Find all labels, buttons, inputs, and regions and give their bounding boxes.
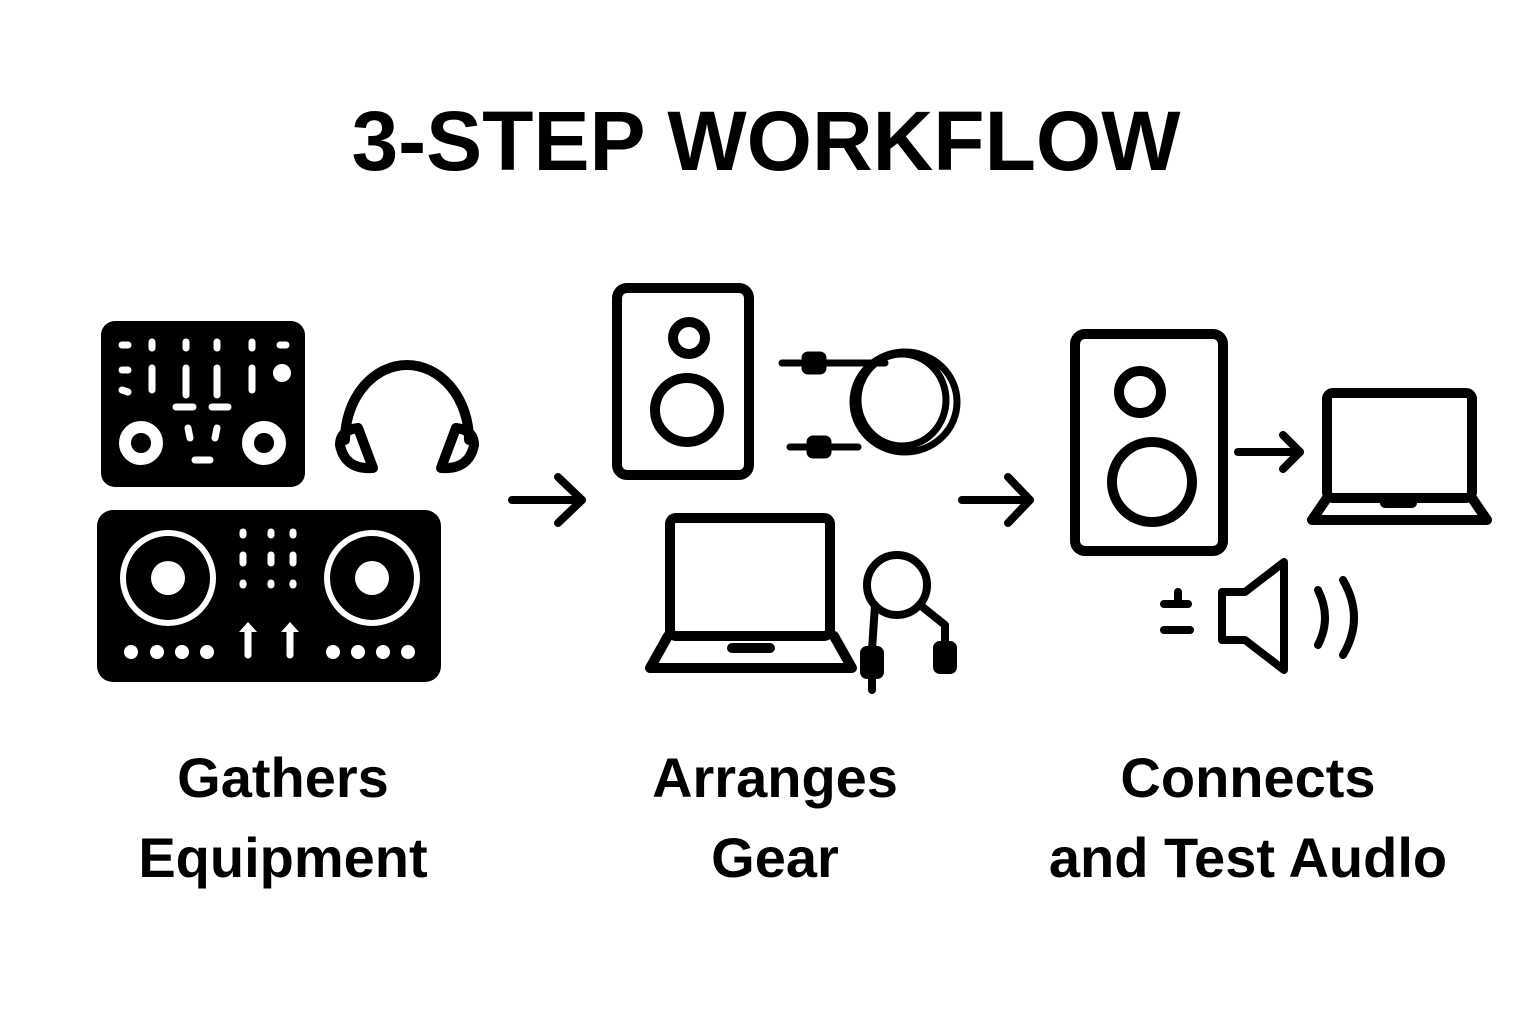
step-3: Connects and Test Audlo — [1049, 329, 1492, 889]
step-2: Arranges Gear — [612, 283, 961, 889]
sound-icon — [1160, 558, 1358, 674]
mixer-icon — [101, 321, 305, 487]
arrow-icon — [958, 473, 1034, 527]
step-3-label-line1: Connects — [1120, 746, 1375, 809]
earphone-cable-icon — [860, 551, 957, 694]
step-2-label-line2: Gear — [711, 826, 839, 889]
step-2-label-line1: Arranges — [652, 746, 898, 809]
step-1-label-line1: Gathers — [177, 746, 389, 809]
page-title: 3-STEP WORKFLOW — [351, 94, 1181, 188]
step-3-label-line2: and Test Audlo — [1049, 826, 1447, 889]
arrow-icon — [508, 473, 586, 527]
cable-icon — [778, 348, 961, 459]
speaker-icon — [612, 283, 754, 480]
step-1-label-line2: Equipment — [138, 826, 427, 889]
arrow-icon — [1234, 431, 1304, 473]
speaker-icon — [1070, 329, 1228, 556]
laptop-icon — [645, 513, 857, 673]
headphones-icon — [335, 360, 479, 474]
step-1: Gathers Equipment — [97, 321, 479, 889]
dj-controller-icon — [97, 510, 441, 682]
laptop-icon — [1307, 388, 1492, 525]
